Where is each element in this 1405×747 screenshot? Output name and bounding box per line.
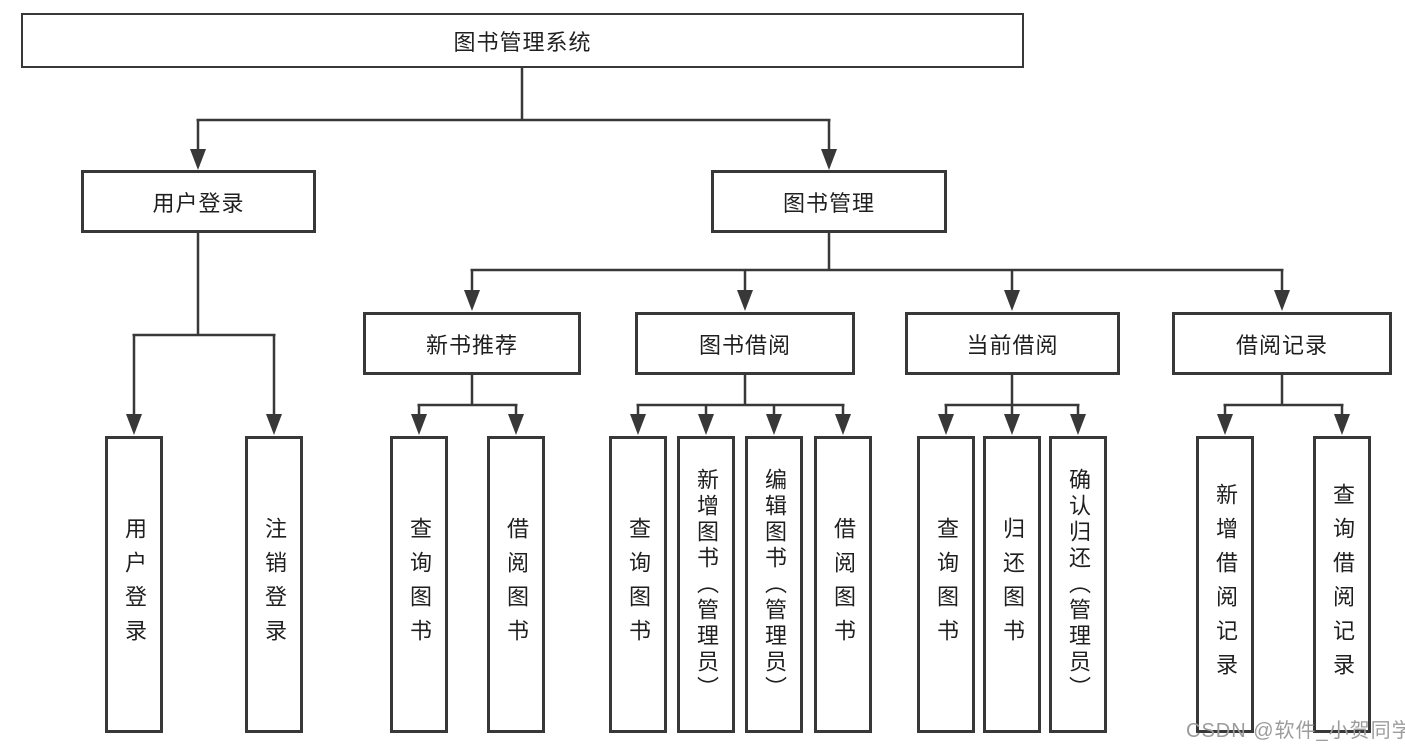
- leaf-query-books-current-label: 查询图书: [934, 516, 959, 653]
- node-user-login-label: 用户登录: [152, 190, 245, 216]
- leaf-borrow-books-recommend-label: 借阅图书: [504, 516, 529, 653]
- leaf-query-books-borrow: 查询图书: [609, 436, 667, 733]
- leaf-add-book-admin: 新增图书（管理员）: [677, 436, 735, 733]
- leaf-query-borrow-record-label: 查询借阅记录: [1330, 482, 1355, 687]
- leaf-add-borrow-record-label: 新增借阅记录: [1213, 482, 1238, 687]
- node-book-management-label: 图书管理: [782, 190, 875, 216]
- node-book-management: 图书管理: [711, 170, 947, 233]
- leaf-query-books-recommend-label: 查询图书: [407, 516, 432, 653]
- csdn-watermark: CSDN @软件_小贺同学: [1186, 720, 1405, 742]
- node-current-borrowing-label: 当前借阅: [966, 332, 1059, 358]
- leaf-query-books-recommend: 查询图书: [390, 436, 448, 733]
- node-current-borrowing: 当前借阅: [905, 312, 1120, 375]
- node-book-borrowing: 图书借阅: [635, 312, 855, 375]
- leaf-borrow-books-borrow-label: 借阅图书: [831, 516, 856, 653]
- node-new-book-recommend-label: 新书推荐: [425, 332, 518, 358]
- leaf-borrow-books-borrow: 借阅图书: [814, 436, 872, 733]
- leaf-borrow-books-recommend: 借阅图书: [487, 436, 545, 733]
- leaf-user-login: 用户登录: [105, 436, 163, 733]
- leaf-logout-label: 注销登录: [262, 516, 287, 653]
- leaf-edit-book-admin-label: 编辑图书（管理员）: [762, 467, 787, 702]
- leaf-add-book-admin-label: 新增图书（管理员）: [694, 467, 719, 702]
- leaf-edit-book-admin: 编辑图书（管理员）: [745, 436, 803, 733]
- leaf-query-borrow-record: 查询借阅记录: [1313, 436, 1371, 733]
- leaf-return-book: 归还图书: [983, 436, 1041, 733]
- node-borrowing-records-label: 借阅记录: [1235, 332, 1328, 358]
- node-book-borrowing-label: 图书借阅: [698, 332, 791, 358]
- leaf-confirm-return-admin: 确认归还（管理员）: [1049, 436, 1107, 733]
- node-library-system-label: 图书管理系统: [453, 29, 592, 55]
- node-new-book-recommend: 新书推荐: [363, 312, 581, 375]
- leaf-query-books-current: 查询图书: [917, 436, 975, 733]
- node-user-login: 用户登录: [81, 170, 316, 233]
- node-borrowing-records: 借阅记录: [1172, 312, 1392, 375]
- node-library-system: 图书管理系统: [21, 13, 1024, 68]
- leaf-add-borrow-record: 新增借阅记录: [1196, 436, 1254, 733]
- leaf-confirm-return-admin-label: 确认归还（管理员）: [1066, 467, 1091, 702]
- leaf-user-login-label: 用户登录: [122, 516, 147, 653]
- leaf-query-books-borrow-label: 查询图书: [626, 516, 651, 653]
- leaf-return-book-label: 归还图书: [1000, 516, 1025, 653]
- leaf-logout: 注销登录: [245, 436, 303, 733]
